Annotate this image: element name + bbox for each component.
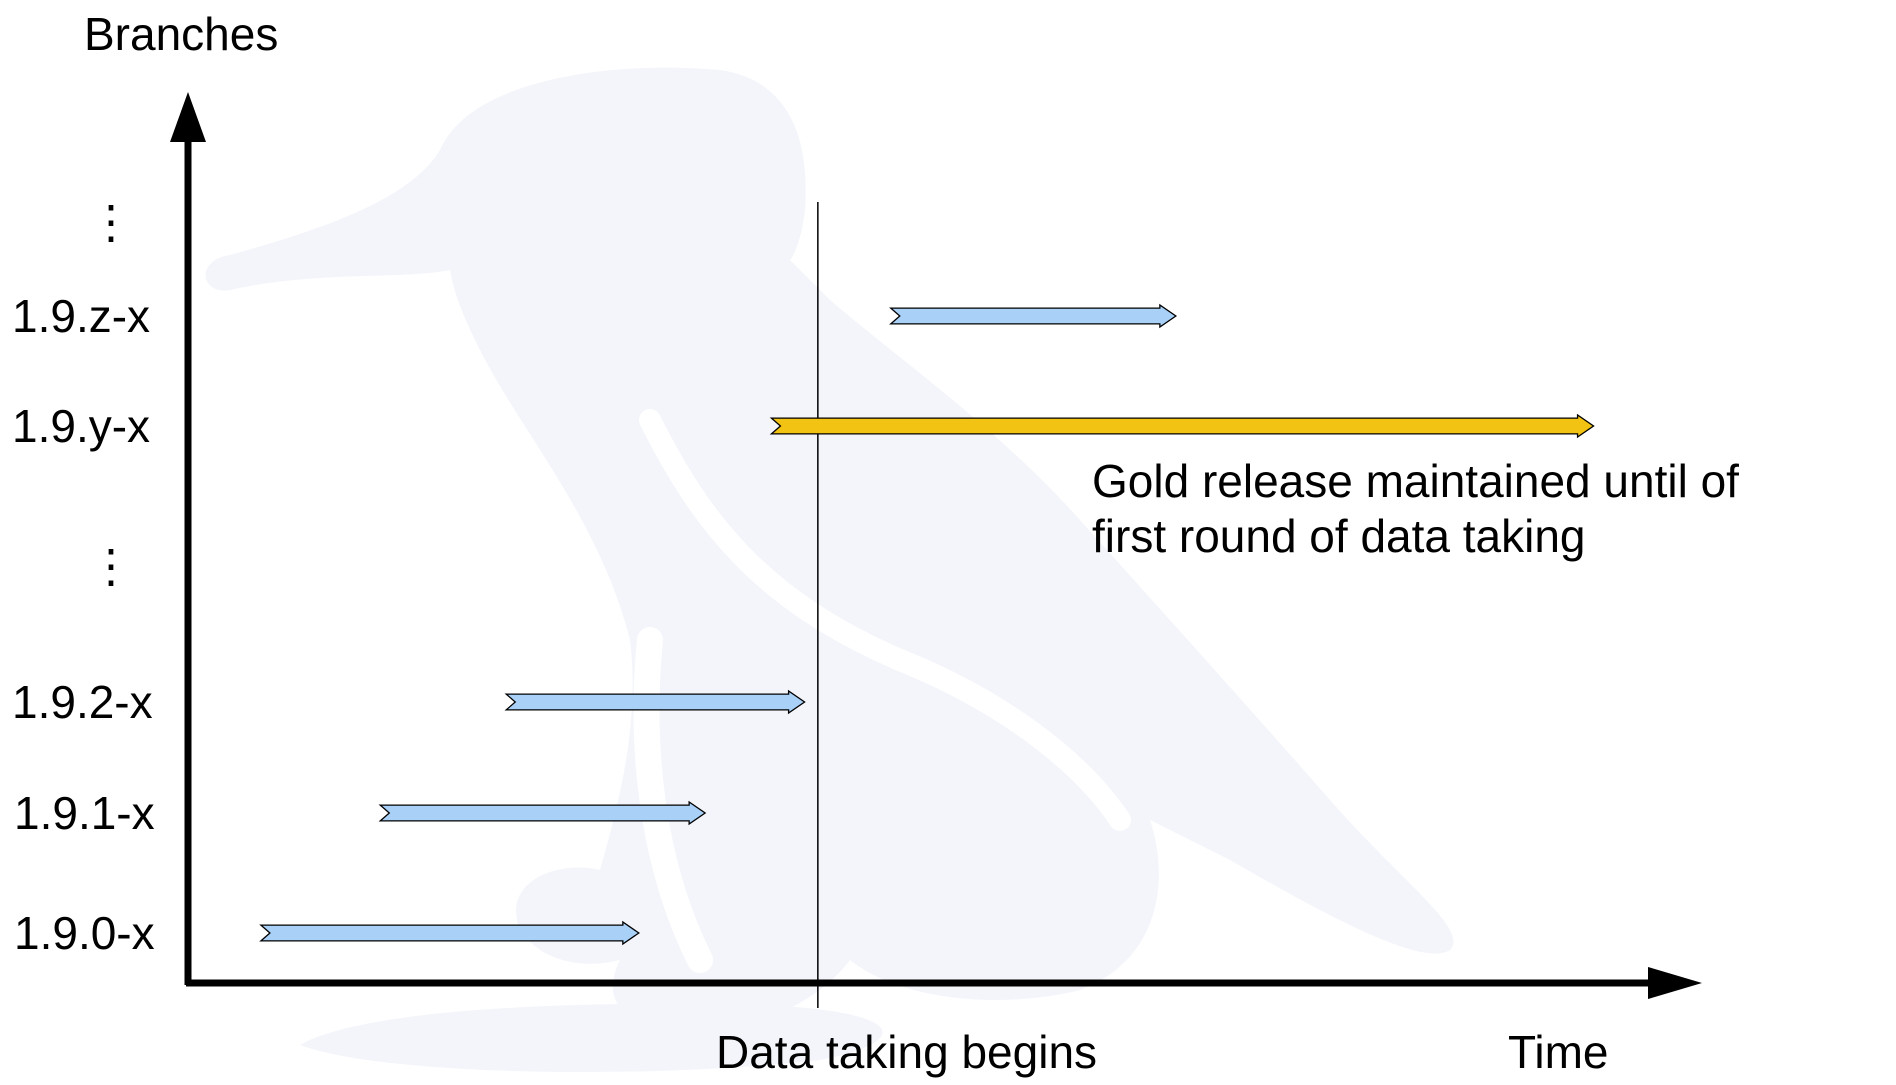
branch-arrow [504, 689, 806, 715]
x-axis-arrowhead [1648, 967, 1702, 999]
bird-silhouette-highlight [639, 409, 1131, 831]
bird-silhouette-highlight [633, 627, 713, 973]
branch-labels: ⋮ 1.9.z-x 1.9.y-x ⋮ 1.9.2-x 1.9.1-x 1.9.0-x [12, 196, 155, 959]
branch-label: 1.9.1-x [14, 787, 155, 839]
x-axis [186, 967, 1702, 999]
branch-arrows [259, 303, 1595, 946]
bird-silhouette-part [300, 1003, 883, 1072]
y-axis-arrowhead [170, 92, 206, 142]
branch-label: 1.9.y-x [12, 400, 150, 452]
milestone-label: Data taking begins [716, 1026, 1097, 1078]
x-axis-title: Time [1508, 1026, 1609, 1078]
branch-ellipsis: ⋮ [88, 540, 134, 592]
branch-label: 1.9.0-x [14, 907, 155, 959]
branch-label: 1.9.2-x [12, 676, 153, 728]
branch-label: 1.9.z-x [12, 290, 150, 342]
y-axis [170, 92, 206, 985]
bird-silhouette-part [205, 67, 1454, 1030]
branch-ellipsis: ⋮ [88, 196, 134, 248]
y-axis-title: Branches [84, 8, 278, 60]
branch-arrow [378, 800, 707, 826]
branch-arrow [889, 303, 1178, 329]
gold-annotation-line-2: first round of data taking [1092, 510, 1586, 562]
branch-arrow [259, 920, 640, 946]
gold-branch-arrow [769, 413, 1595, 439]
bird-silhouette-icon [205, 67, 1454, 1072]
gold-annotation-line-1: Gold release maintained until of [1092, 455, 1739, 507]
